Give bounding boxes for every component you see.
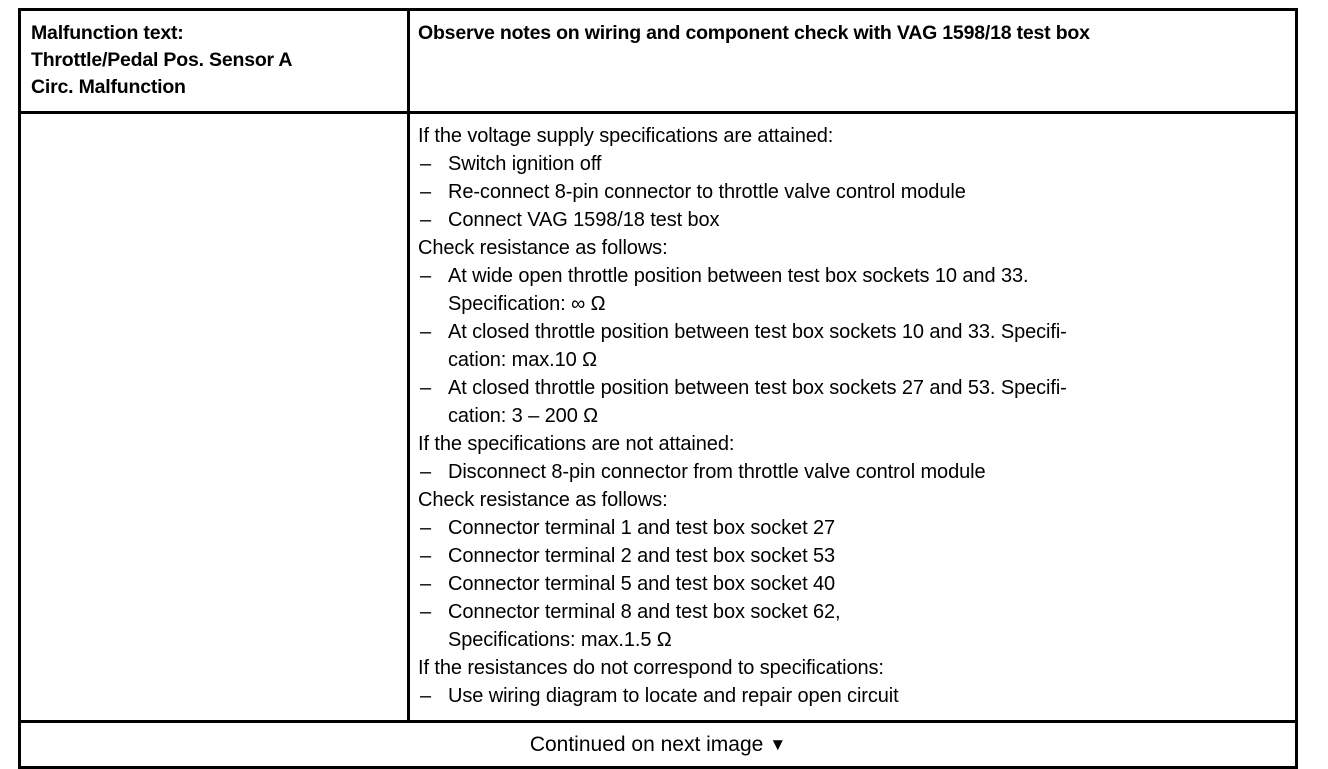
procedure-list-item: –At closed throttle position between tes… [418, 374, 1289, 402]
procedure-list-item: –Connector terminal 1 and test box socke… [418, 514, 1289, 542]
procedure-continuation-line: Specification: ∞ Ω [448, 293, 606, 315]
procedure-list-item-label: Connector terminal 1 and test box socket… [448, 517, 836, 539]
procedure-list-item: –Use wiring diagram to locate and repair… [418, 682, 1289, 710]
header-line: Throttle/Pedal Pos. Sensor A [31, 49, 293, 71]
bullet-dash-icon: – [420, 573, 432, 595]
procedure-list-item-label: Disconnect 8-pin connector from throttle… [448, 461, 986, 483]
header-cell-malfunction-text: Malfunction text: Throttle/Pedal Pos. Se… [21, 11, 410, 111]
bullet-dash-icon: – [420, 321, 432, 343]
procedure-list-item-label: Connector terminal 2 and test box socket… [448, 545, 836, 567]
table-header-row: Malfunction text: Throttle/Pedal Pos. Se… [21, 11, 1295, 114]
procedure-text-line: If the resistances do not correspond to … [418, 657, 884, 679]
procedure-text-line: If the voltage supply specifications are… [418, 125, 834, 147]
bullet-dash-icon: – [420, 545, 432, 567]
procedure-list-item: –Connector terminal 8 and test box socke… [418, 598, 1289, 626]
continued-label: Continued on next image [529, 733, 764, 756]
procedure-list-item: –Re-connect 8-pin connector to throttle … [418, 178, 1289, 206]
procedure-continuation-line: cation: 3 – 200 Ω [448, 405, 599, 427]
bullet-dash-icon: – [420, 517, 432, 539]
bullet-dash-icon: – [420, 153, 432, 175]
procedure-list-item: –Connector terminal 2 and test box socke… [418, 542, 1289, 570]
procedure-list-item-label: At closed throttle position between test… [448, 321, 1067, 343]
procedure-list-item: –Switch ignition off [418, 150, 1289, 178]
header-cell-observe-notes: Observe notes on wiring and component ch… [418, 22, 1090, 44]
bullet-dash-icon: – [420, 181, 432, 203]
procedure-list-item-label: Switch ignition off [448, 153, 602, 175]
procedure-list-item-label: Re-connect 8-pin connector to throttle v… [448, 181, 966, 203]
procedure-list-item-label: At wide open throttle position between t… [448, 265, 1029, 287]
procedure-text-line: Check resistance as follows: [418, 237, 668, 259]
header-line: Malfunction text: [31, 22, 184, 44]
procedure-list-item-label: At closed throttle position between test… [448, 377, 1067, 399]
procedure-list-item-label: Connect VAG 1598/18 test box [448, 209, 720, 231]
header-line: Circ. Malfunction [31, 76, 186, 98]
procedure-list-item-label: Connector terminal 5 and test box socket… [448, 573, 836, 595]
chevron-down-icon: ▼ [769, 735, 787, 754]
malfunction-table: Malfunction text: Throttle/Pedal Pos. Se… [18, 8, 1298, 769]
procedure-list-item-label: Use wiring diagram to locate and repair … [448, 685, 899, 707]
procedure-list-item: –At closed throttle position between tes… [418, 318, 1289, 346]
table-body-row: If the voltage supply specifications are… [21, 114, 1295, 723]
procedure-continuation-line: Specifications: max.1.5 Ω [448, 629, 672, 651]
procedure-list-item: –Connect VAG 1598/18 test box [418, 206, 1289, 234]
procedure-text-line: Check resistance as follows: [418, 489, 668, 511]
procedure-list-item: –Connector terminal 5 and test box socke… [418, 570, 1289, 598]
procedure-list-item: –At wide open throttle position between … [418, 262, 1289, 290]
body-cell-left-empty [21, 114, 410, 720]
continued-footer: Continued on next image ▼ [21, 723, 1295, 766]
bullet-dash-icon: – [420, 209, 432, 231]
bullet-dash-icon: – [420, 377, 432, 399]
bullet-dash-icon: – [420, 265, 432, 287]
bullet-dash-icon: – [420, 685, 432, 707]
bullet-dash-icon: – [420, 461, 432, 483]
procedure-continuation-line: cation: max.10 Ω [448, 349, 597, 371]
procedure-list-item-label: Connector terminal 8 and test box socket… [448, 601, 841, 623]
body-cell-procedure-steps: If the voltage supply specifications are… [410, 114, 1295, 720]
bullet-dash-icon: – [420, 601, 432, 623]
procedure-list-item: –Disconnect 8-pin connector from throttl… [418, 458, 1289, 486]
procedure-text-line: If the specifications are not attained: [418, 433, 735, 455]
